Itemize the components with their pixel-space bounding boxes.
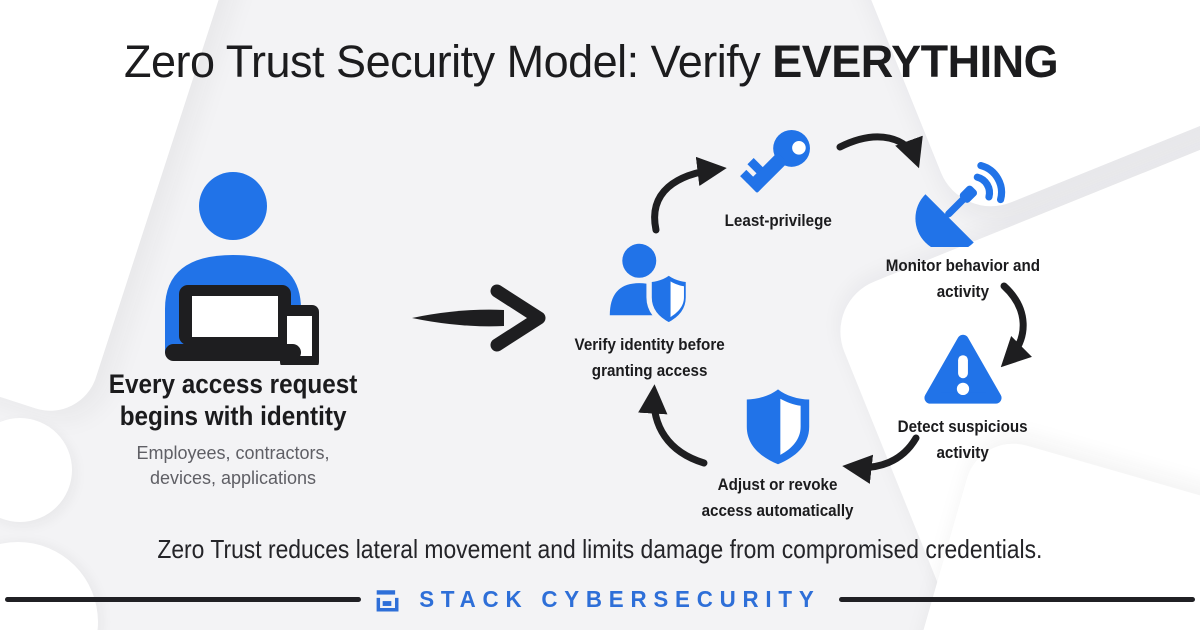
satellite-dish-icon	[915, 162, 1006, 247]
footer-brand-bar: STACK CYBERSECURITY	[0, 586, 1200, 613]
identity-to-cycle-arrow	[412, 284, 546, 352]
identity-heading-line2: begins with identity	[119, 400, 347, 431]
footer-divider-right	[839, 597, 1196, 602]
cycle-step-adjust: Adjust or revoke access automatically	[692, 386, 864, 524]
cycle-step-label: Verify identity before granting access	[574, 336, 726, 380]
identity-subtitle-line1: Employees, contractors,	[136, 443, 330, 464]
cycle-step-label: Least-privilege	[724, 212, 832, 230]
footer-divider-left	[4, 597, 361, 602]
cycle-step-monitor: Monitor behavior and activity	[877, 162, 1049, 305]
cycle-step-verify: Verify identity before granting access	[564, 242, 736, 384]
key-icon	[740, 130, 810, 193]
warning-triangle-icon	[924, 334, 1002, 404]
identity-subtitle: Employees, contractors, devices, applica…	[136, 441, 329, 491]
brand-name: STACK CYBERSECURITY	[418, 586, 821, 612]
shield-icon	[746, 389, 810, 465]
cycle-step-least-privilege: Least-privilege	[692, 122, 864, 235]
stack-logo-icon	[376, 589, 399, 611]
identity-block: Every access request begins with identit…	[98, 163, 368, 491]
page-title: Zero Trust Security Model: Verify EVERYT…	[124, 36, 1059, 88]
page-title-bold: EVERYTHING	[772, 36, 1059, 87]
user-shield-icon	[609, 243, 692, 326]
identity-heading-line1: Every access request	[108, 369, 358, 399]
identity-subtitle-line2: devices, applications	[149, 467, 317, 488]
identity-heading: Every access request begins with identit…	[109, 369, 358, 432]
cycle-step-label: Adjust or revoke access automatically	[702, 476, 854, 520]
cycle-step-label: Detect suspicious activity	[898, 418, 1028, 462]
cycle-step-label: Monitor behavior and activity	[885, 257, 1041, 301]
page-title-regular: Zero Trust Security Model: Verify	[124, 36, 773, 87]
cycle-step-detect: Detect suspicious activity	[877, 332, 1049, 466]
caption: Zero Trust reduces lateral movement and …	[157, 534, 1043, 564]
user-with-devices-icon	[165, 172, 319, 365]
